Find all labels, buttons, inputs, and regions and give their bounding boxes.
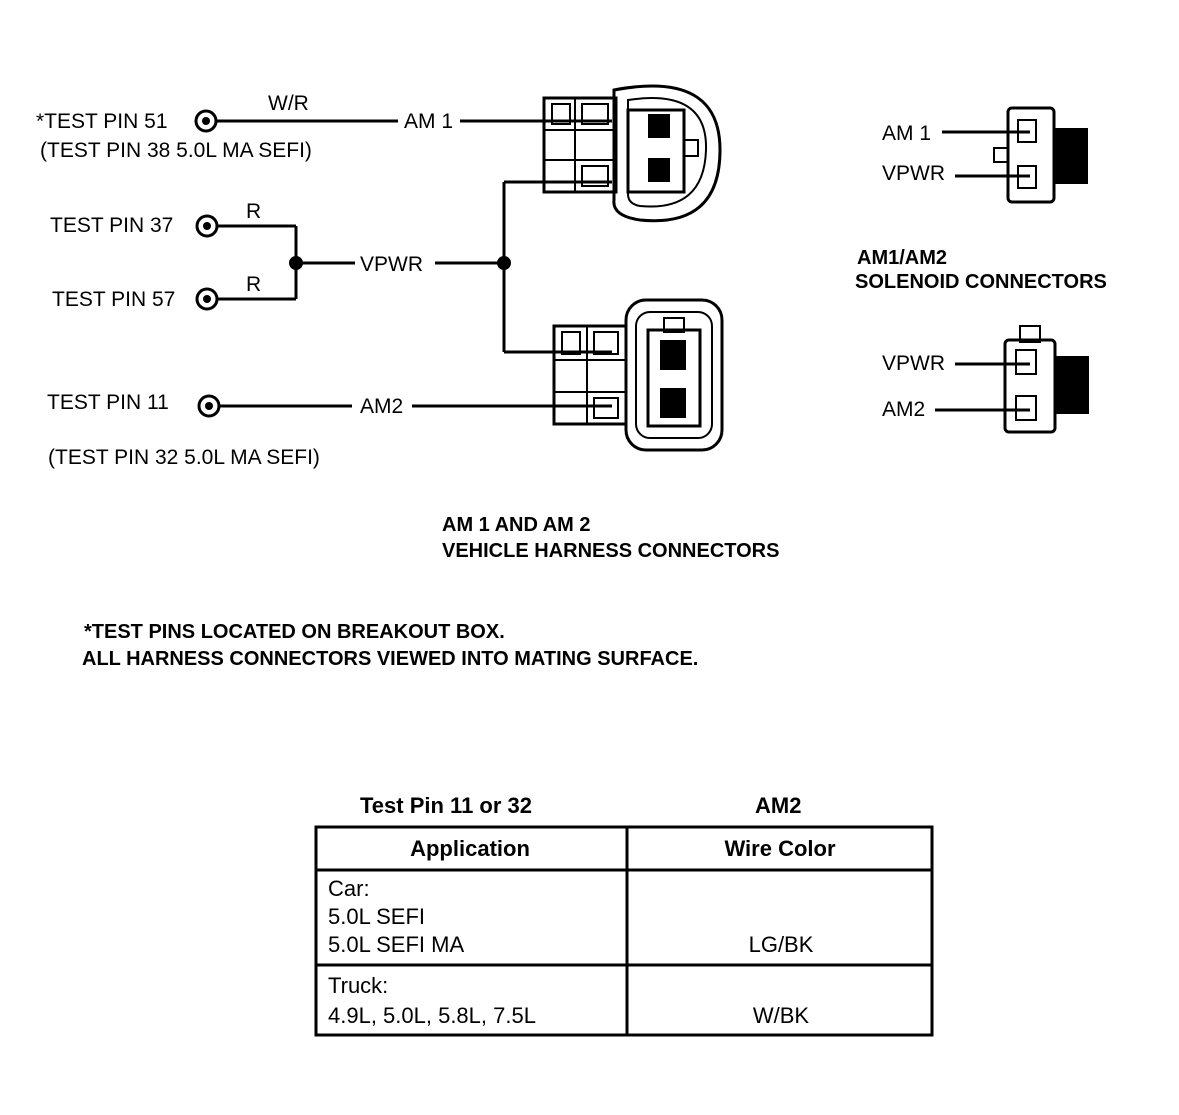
test-pin-57-jack (195, 287, 219, 311)
test-pin-37-jack (195, 214, 219, 238)
table-row-1-application-line2: 5.0L SEFI (328, 904, 425, 929)
wire-color-table (314, 825, 934, 1037)
solenoid-connector-am1 (942, 106, 1088, 204)
note-line2: ALL HARNESS CONNECTORS VIEWED INTO MATIN… (82, 648, 698, 670)
am2-harness-connector (552, 298, 724, 452)
solenoid-connector-am2 (935, 325, 1089, 434)
test-pin-38-label: (TEST PIN 38 5.0L MA SEFI) (40, 139, 312, 162)
table-row-1-application-line3: 5.0L SEFI MA (328, 932, 464, 957)
table-row-2-application-line2: 4.9L, 5.0L, 5.8L, 7.5L (328, 1003, 536, 1028)
table-caption-right: AM2 (755, 793, 801, 818)
table-row-2-wire-color: W/BK (753, 1003, 810, 1028)
solenoid-title-line2: SOLENOID CONNECTORS (855, 271, 1107, 293)
solenoid-vpwr-top-label: VPWR (882, 162, 945, 185)
test-pin-37-label: TEST PIN 37 (50, 214, 173, 237)
am2-wire-label: AM2 (360, 395, 403, 418)
solenoid-am2-label: AM2 (882, 398, 925, 421)
solenoid-title-line1: AM1/AM2 (857, 247, 947, 269)
wire-r-label-1: R (246, 200, 261, 223)
splice-dot-right (497, 256, 511, 270)
wire-r-label-2: R (246, 273, 261, 296)
solenoid-am1-label: AM 1 (882, 122, 931, 145)
solenoid-vpwr-bottom-label: VPWR (882, 352, 945, 375)
harness-caption-line2: VEHICLE HARNESS CONNECTORS (442, 540, 779, 562)
table-header-wire-color: Wire Color (724, 836, 835, 861)
test-pin-57-label: TEST PIN 57 (52, 288, 175, 311)
table-row-1-wire-color: LG/BK (749, 932, 814, 957)
test-pin-51-jack (194, 109, 218, 133)
test-pin-11-jack (197, 394, 221, 418)
table-row-2-application-line1: Truck: (328, 973, 388, 998)
test-pin-51-label: *TEST PIN 51 (36, 110, 168, 133)
splice-dot-left (289, 256, 303, 270)
wire-wr-label: W/R (268, 92, 309, 115)
table-row-1-application-line1: Car: (328, 876, 370, 901)
test-pin-11-label: TEST PIN 11 (47, 391, 169, 414)
test-pin-32-label: (TEST PIN 32 5.0L MA SEFI) (48, 446, 320, 469)
am1-harness-connector (542, 84, 722, 223)
vpwr-wire-label: VPWR (360, 253, 423, 276)
am1-wire-label: AM 1 (404, 110, 453, 133)
note-line1: *TEST PINS LOCATED ON BREAKOUT BOX. (84, 621, 505, 643)
table-caption-left: Test Pin 11 or 32 (360, 793, 532, 818)
table-header-application: Application (410, 836, 530, 861)
harness-caption-line1: AM 1 AND AM 2 (442, 514, 591, 536)
